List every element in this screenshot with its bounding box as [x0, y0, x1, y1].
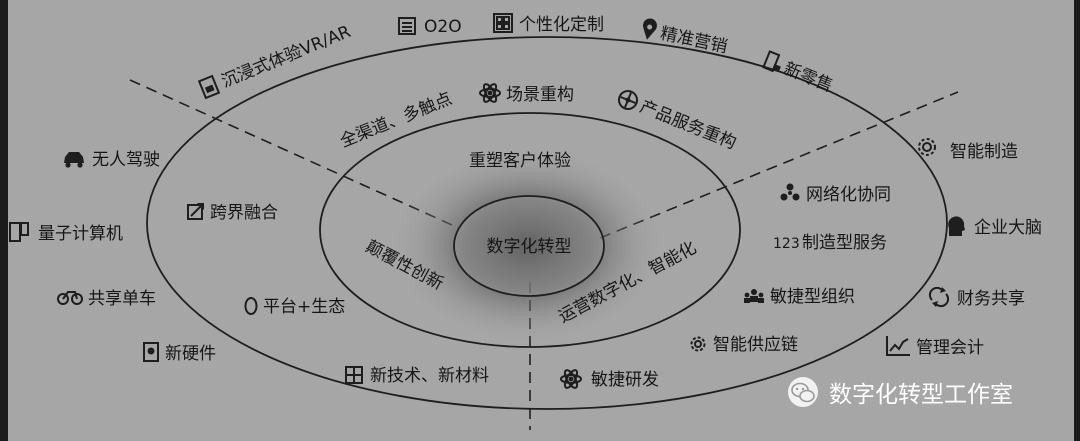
outside-item-finance: 财务共享	[928, 286, 1025, 309]
outside-label-brain: 企业大脑	[974, 218, 1042, 238]
expand-arrow-icon	[187, 203, 204, 220]
outer-label-platform: 平台+生态	[263, 297, 345, 317]
outer-item-product: 产品服务重构	[618, 90, 739, 154]
outside-item-retail: 新零售	[762, 50, 836, 97]
outer-item-scene: 场景重构	[479, 83, 574, 105]
outside-label-retail: 新零售	[781, 59, 836, 97]
outside-label-bike: 共享单车	[88, 289, 156, 309]
ring-icon	[244, 297, 258, 315]
center-glow	[388, 146, 668, 346]
outside-item-hardware: 新硬件	[143, 342, 216, 364]
watermark: 数字化转型工作室	[788, 377, 1013, 408]
middle-ring	[319, 112, 741, 348]
outside-label-quantum: 量子计算机	[38, 224, 123, 244]
outside-item-quantum: 量子计算机	[9, 222, 123, 244]
outside-item-smart-mfg: 智能制造	[918, 138, 1018, 162]
recycle-icon	[928, 286, 950, 308]
gear-icon	[918, 138, 936, 156]
head-icon	[948, 216, 965, 236]
outside-item-driverless: 无人驾驶	[64, 150, 160, 170]
outer-item-supply: 智能供应链	[690, 335, 798, 355]
fan-icon	[618, 90, 638, 110]
outside-label-custom: 个性化定制	[519, 15, 604, 35]
outside-item-vr: 沉浸式体验VR/AR	[197, 22, 354, 100]
inner-label-top: 重塑客户体验	[469, 151, 571, 171]
team-icon	[744, 289, 764, 303]
outer-label-crossover: 跨界融合	[210, 203, 278, 223]
center-ellipse	[453, 195, 605, 297]
outer-label-agile-rd: 敏捷研发	[591, 370, 659, 390]
outside-label-driverless: 无人驾驶	[92, 150, 160, 170]
bicycle-icon	[57, 291, 83, 305]
outer-item-newtech: 新技术、新材料	[345, 366, 489, 386]
outer-label-scene: 场景重构	[506, 85, 574, 105]
atom-icon	[479, 83, 501, 103]
divider-upper-left	[129, 79, 453, 226]
location-pin-icon	[642, 18, 657, 40]
outer-item-agile-rd: 敏捷研发	[560, 369, 659, 390]
outside-item-bike: 共享单车	[57, 289, 156, 309]
outer-item-platform: 平台+生态	[244, 297, 345, 317]
wechat-icon	[788, 377, 818, 407]
outer-item-crossover: 跨界融合	[187, 203, 278, 223]
outer-label-network: 网络化协同	[806, 185, 891, 205]
network-icon	[780, 183, 800, 201]
car-icon	[64, 152, 84, 168]
outside-item-accounting: 管理会计	[886, 336, 984, 358]
outside-label-accounting: 管理会计	[916, 338, 984, 358]
outer-label-agile-org: 敏捷型组织	[770, 287, 855, 307]
outer-label-newtech: 新技术、新材料	[370, 366, 489, 386]
outer-label-omnichannel: 全渠道、多触点	[337, 89, 455, 152]
outside-label-hardware: 新硬件	[165, 344, 216, 364]
outside-item-marketing: 精准营销	[642, 18, 729, 58]
outside-label-marketing: 精准营销	[658, 24, 729, 58]
grid-icon	[493, 13, 513, 33]
atom-icon	[560, 369, 582, 389]
headset-icon	[197, 74, 221, 100]
gear-icon	[690, 336, 706, 352]
outer-label-service: 制造型服务	[802, 233, 887, 253]
watermark-label: 数字化转型工作室	[829, 382, 1013, 408]
outside-item-o2o: O2O	[398, 17, 462, 37]
outer-label-product: 产品服务重构	[637, 97, 739, 154]
outside-item-brain: 企业大脑	[948, 216, 1042, 238]
device-icon	[143, 342, 159, 362]
outer-ring	[146, 36, 948, 410]
outer-item-service: 123 制造型服务	[773, 233, 887, 253]
grid-icon	[345, 366, 363, 384]
mobile-cart-icon	[762, 50, 781, 73]
numbers-icon: 123	[773, 236, 800, 252]
outer-label-supply: 智能供应链	[713, 335, 798, 355]
outside-item-custom: 个性化定制	[493, 13, 604, 35]
outer-item-network: 网络化协同	[780, 183, 891, 205]
outside-label-o2o: O2O	[424, 17, 462, 37]
center-label: 数字化转型	[487, 237, 572, 257]
outer-item-agile-org: 敏捷型组织	[744, 287, 855, 307]
computer-icon	[9, 222, 29, 242]
list-icon	[398, 17, 416, 35]
outside-label-smart-mfg: 智能制造	[950, 142, 1018, 162]
line-chart-icon	[886, 336, 910, 356]
outside-label-finance: 财务共享	[957, 289, 1025, 309]
